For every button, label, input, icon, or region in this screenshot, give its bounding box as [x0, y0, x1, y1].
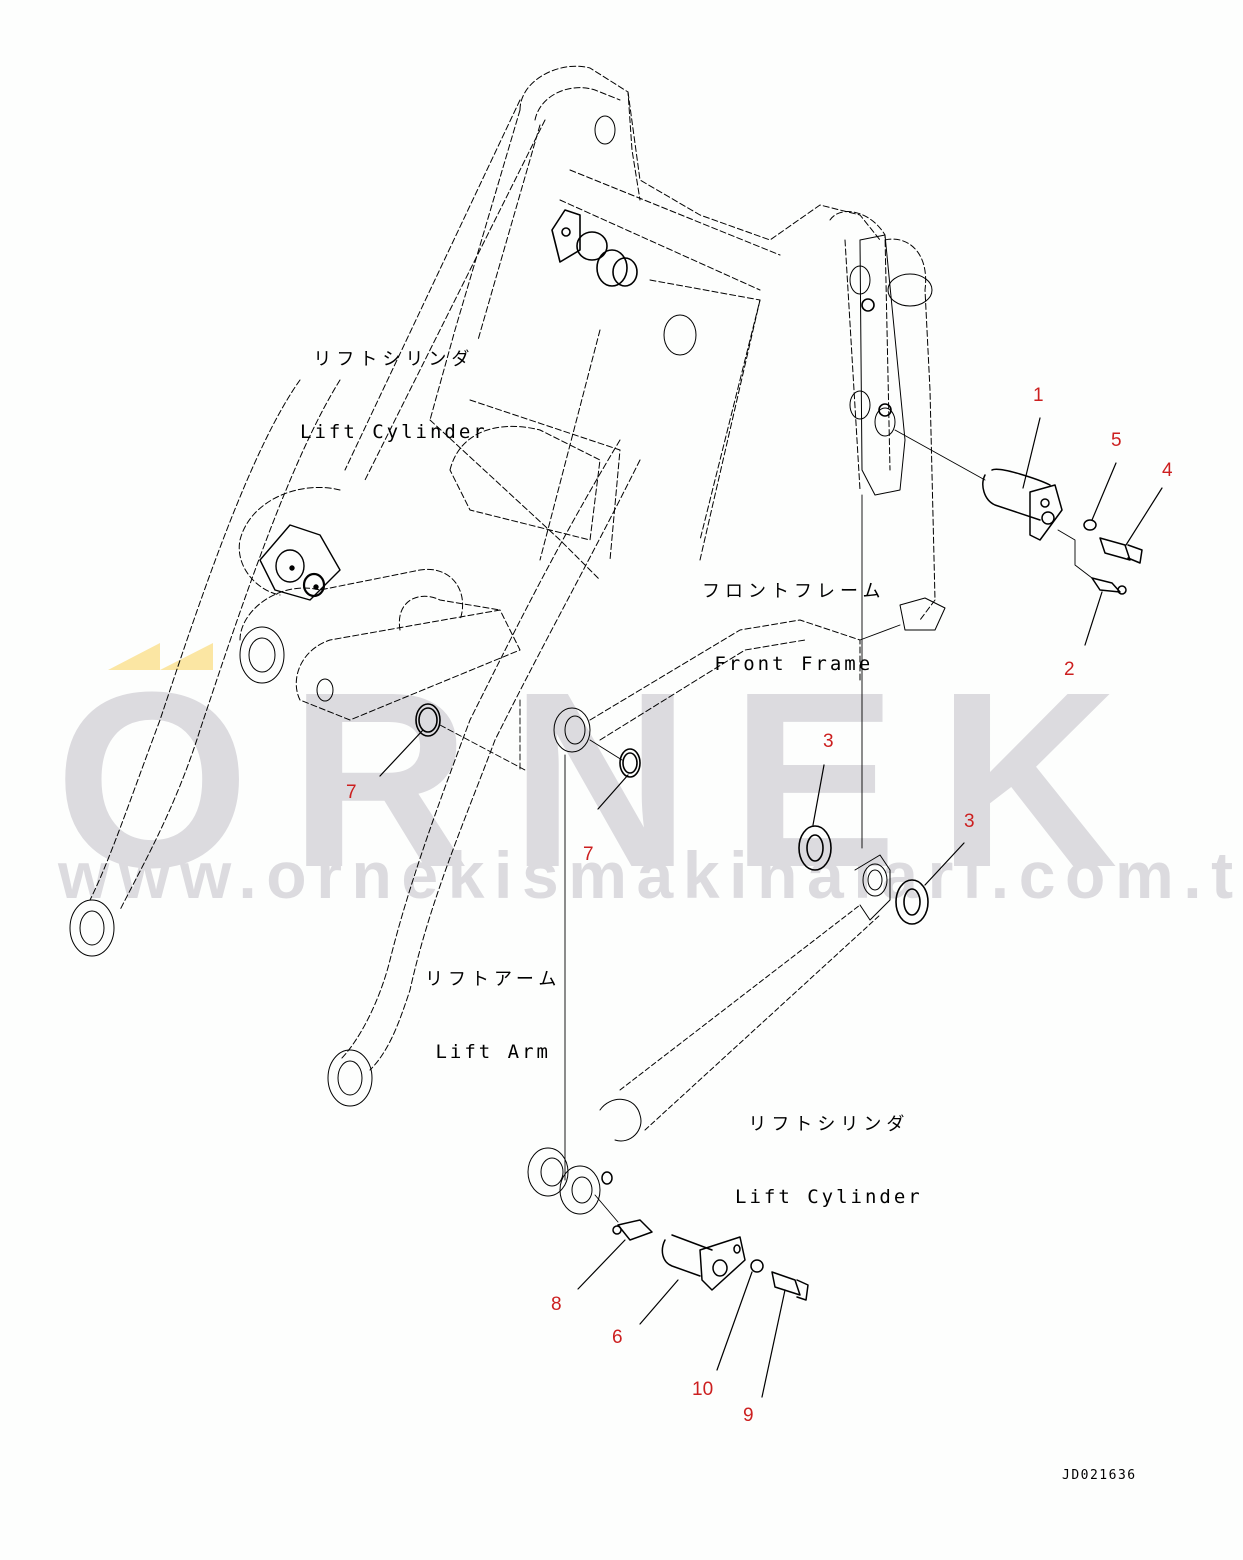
label-lift-cylinder-lower: リフトシリンダ Lift Cylinder — [735, 1114, 923, 1208]
lift-arm-drawing — [89, 379, 641, 1071]
part-1-pin-frame — [982, 468, 1063, 541]
callout-4[interactable]: 4 — [1162, 460, 1173, 481]
callout-6[interactable]: 6 — [612, 1327, 623, 1348]
callout-5[interactable]: 5 — [1111, 430, 1122, 451]
part-10-washer — [750, 1259, 764, 1273]
front-frame-right-tower — [859, 234, 946, 631]
bellcrank-boss — [553, 707, 591, 753]
lower-lift-cylinder-drawing — [619, 904, 881, 1131]
callout-9[interactable]: 9 — [743, 1405, 754, 1426]
label-lift-arm: リフトアーム Lift Arm — [425, 969, 562, 1063]
part-6-pin-arm — [661, 1234, 746, 1291]
part-2-grease-fitting — [1091, 577, 1127, 595]
cylinder-head-end — [854, 854, 891, 921]
part-3-shim-right — [895, 879, 929, 925]
drawing-id: JD021636 — [1062, 1468, 1137, 1483]
bellcrank-link — [589, 619, 861, 741]
callout-2[interactable]: 2 — [1064, 659, 1075, 680]
label-lift-cylinder-upper: リフトシリンダ Lift Cylinder — [300, 349, 488, 443]
callout-10[interactable]: 10 — [692, 1379, 714, 1400]
callout-3a[interactable]: 3 — [823, 731, 834, 752]
part-3-shim-left — [798, 825, 832, 871]
callout-7b[interactable]: 7 — [583, 844, 594, 865]
lift-arm-bosses — [69, 626, 373, 1107]
part-5-washer — [1083, 519, 1097, 531]
callout-1[interactable]: 1 — [1033, 385, 1044, 406]
part-4-bolt — [1099, 537, 1143, 564]
watermark-url: www.ornekismakinalari.com.tr — [58, 838, 1243, 912]
watermark-umlaut — [108, 643, 213, 670]
part-7-seal-ring-left — [415, 703, 441, 737]
part-8-grease-fitting — [612, 1219, 653, 1241]
watermark-brand: ORNEK — [55, 640, 1158, 919]
assembly-lines — [439, 429, 1093, 1223]
upper-cylinder-rod-end — [259, 524, 341, 601]
part-9-bolt — [771, 1271, 809, 1301]
part-7-seal-ring-right — [619, 748, 641, 778]
label-front-frame: フロントフレーム Front Frame — [702, 581, 886, 675]
frame-pin-upper — [551, 209, 638, 287]
callout-7a[interactable]: 7 — [346, 782, 357, 803]
frame-holes — [594, 115, 933, 437]
callout-3b[interactable]: 3 — [964, 811, 975, 832]
cylinder-rod-end — [527, 1098, 642, 1215]
callout-8[interactable]: 8 — [551, 1294, 562, 1315]
upper-lift-cylinder-drawing — [238, 99, 546, 596]
leader-lines — [379, 417, 1163, 1398]
